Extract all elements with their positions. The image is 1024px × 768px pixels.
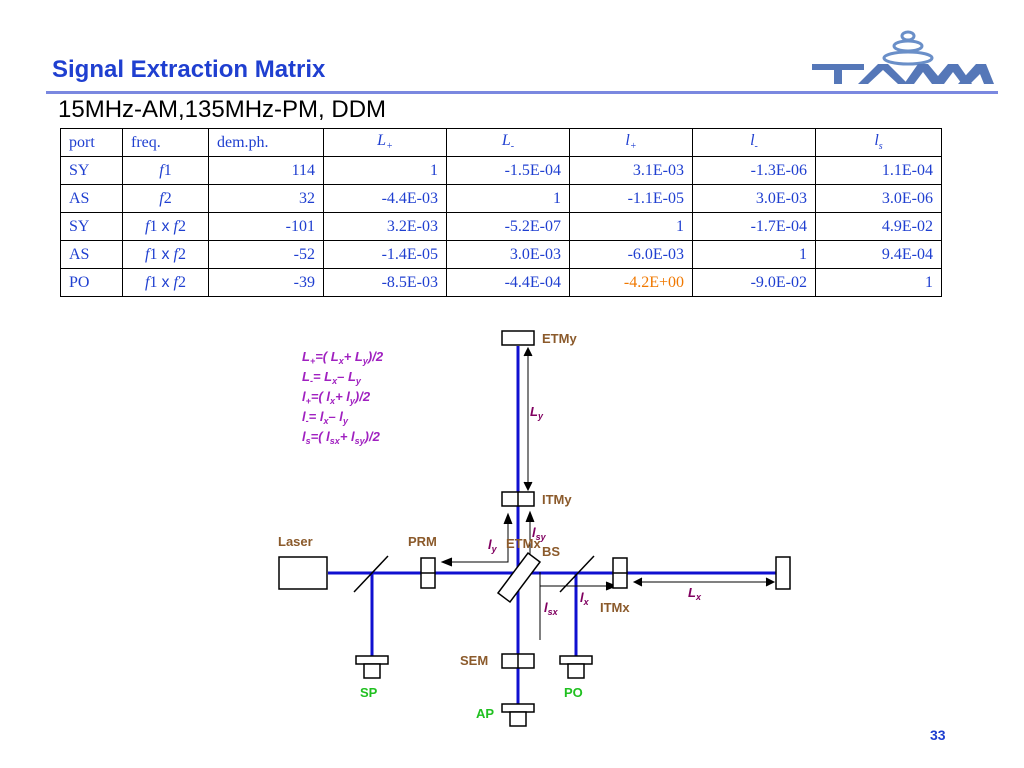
beam-splitter [496, 551, 542, 604]
cell-value: 1 [569, 212, 693, 241]
cell-value: -1.5E-04 [446, 156, 570, 185]
label-prm: PRM [408, 534, 437, 549]
label-itmy: ITMy [542, 492, 572, 507]
length-arrows [440, 346, 776, 640]
cell-value: 1 [692, 240, 816, 269]
label-ap: AP [476, 706, 494, 721]
label-sem: SEM [460, 653, 488, 668]
cell-value: -1.1E-05 [569, 184, 693, 213]
label-Lx: Lx [688, 585, 702, 602]
label-po: PO [564, 685, 583, 700]
page-number: 33 [930, 727, 946, 743]
table-row: SY f1 114 1 -1.5E-04 3.1E-03 -1.3E-06 1.… [60, 156, 942, 185]
col-header-ls: ls [815, 128, 942, 157]
pickoff-po [559, 555, 595, 593]
cell-port: SY [60, 212, 123, 241]
cell-freq: f1 x f2 [122, 268, 209, 297]
label-lsy: lsy [532, 525, 547, 542]
po-detector [559, 655, 593, 665]
table-row: AS f1 x f2 -52 -1.4E-05 3.0E-03 -6.0E-03… [60, 240, 942, 269]
optics [278, 330, 791, 727]
label-laser: Laser [278, 534, 313, 549]
pickoff-sp [353, 555, 389, 593]
etmy-mirror [501, 330, 535, 346]
cell-port: SY [60, 156, 123, 185]
ap-detector [501, 703, 535, 713]
table-row: AS f2 32 -4.4E-03 1 -1.1E-05 3.0E-03 3.0… [60, 184, 942, 213]
cell-value: 3.2E-03 [323, 212, 447, 241]
equations: L+=( Lx+ Ly)/2 L-= Lx– Ly l+=( lx+ ly)/2… [302, 349, 384, 446]
cell-value: 1 [815, 268, 942, 297]
subtitle: 15MHz-AM,135MHz-PM, DDM [58, 96, 387, 123]
cell-value: -1.3E-06 [692, 156, 816, 185]
table-row: PO f1 x f2 -39 -8.5E-03 -4.4E-04 -4.2E+0… [60, 268, 942, 297]
laser-beams [328, 346, 776, 704]
label-lsx: lsx [544, 600, 559, 617]
label-ly: ly [488, 537, 498, 554]
cell-value: 3.0E-03 [692, 184, 816, 213]
equation-lplus: l+=( lx+ ly)/2 [302, 389, 371, 406]
cell-value: 9.4E-04 [815, 240, 942, 269]
cell-value: -4.4E-03 [323, 184, 447, 213]
label-itmx: ITMx [600, 600, 630, 615]
col-header-freq: freq. [122, 128, 209, 157]
equation-Lplus: L+=( Lx+ Ly)/2 [302, 349, 384, 366]
cell-freq: f1 x f2 [122, 240, 209, 269]
cell-demph: -39 [208, 268, 324, 297]
tama-logo [812, 30, 994, 84]
cell-value: -8.5E-03 [323, 268, 447, 297]
sp-detector [355, 655, 389, 665]
cell-value: 3.1E-03 [569, 156, 693, 185]
signal-matrix-table: port freq. dem.ph. L+ L- l+ l- ls SY f1 … [60, 128, 942, 297]
cell-value-highlight: -4.2E+00 [569, 268, 693, 297]
cell-value: -4.4E-04 [446, 268, 570, 297]
equation-lminus: l-= lx– ly [302, 409, 349, 426]
equation-Lminus: L-= Lx– Ly [302, 369, 362, 386]
cell-demph: -101 [208, 212, 324, 241]
cell-value: 3.0E-06 [815, 184, 942, 213]
cell-value: -1.7E-04 [692, 212, 816, 241]
col-header-Lplus: L+ [323, 128, 447, 157]
laser-box [278, 556, 328, 590]
label-sp: SP [360, 685, 378, 700]
label-bs: BS [542, 544, 560, 559]
title-underline [46, 91, 998, 94]
slide-title: Signal Extraction Matrix [52, 56, 326, 83]
label-Ly: Ly [530, 404, 544, 421]
cell-demph: 114 [208, 156, 324, 185]
col-header-lplus: l+ [569, 128, 693, 157]
label-etmx: ETMx [506, 536, 541, 551]
cell-demph: -52 [208, 240, 324, 269]
table-row: SY f1 x f2 -101 3.2E-03 -5.2E-07 1 -1.7E… [60, 212, 942, 241]
equation-ls: ls=( lsx+ lsy)/2 [302, 429, 381, 446]
etmx-mirror [775, 556, 791, 590]
cell-freq: f1 x f2 [122, 212, 209, 241]
cell-value: -9.0E-02 [692, 268, 816, 297]
col-header-demph: dem.ph. [208, 128, 324, 157]
label-lx: lx [580, 590, 590, 607]
label-etmy: ETMy [542, 331, 577, 346]
